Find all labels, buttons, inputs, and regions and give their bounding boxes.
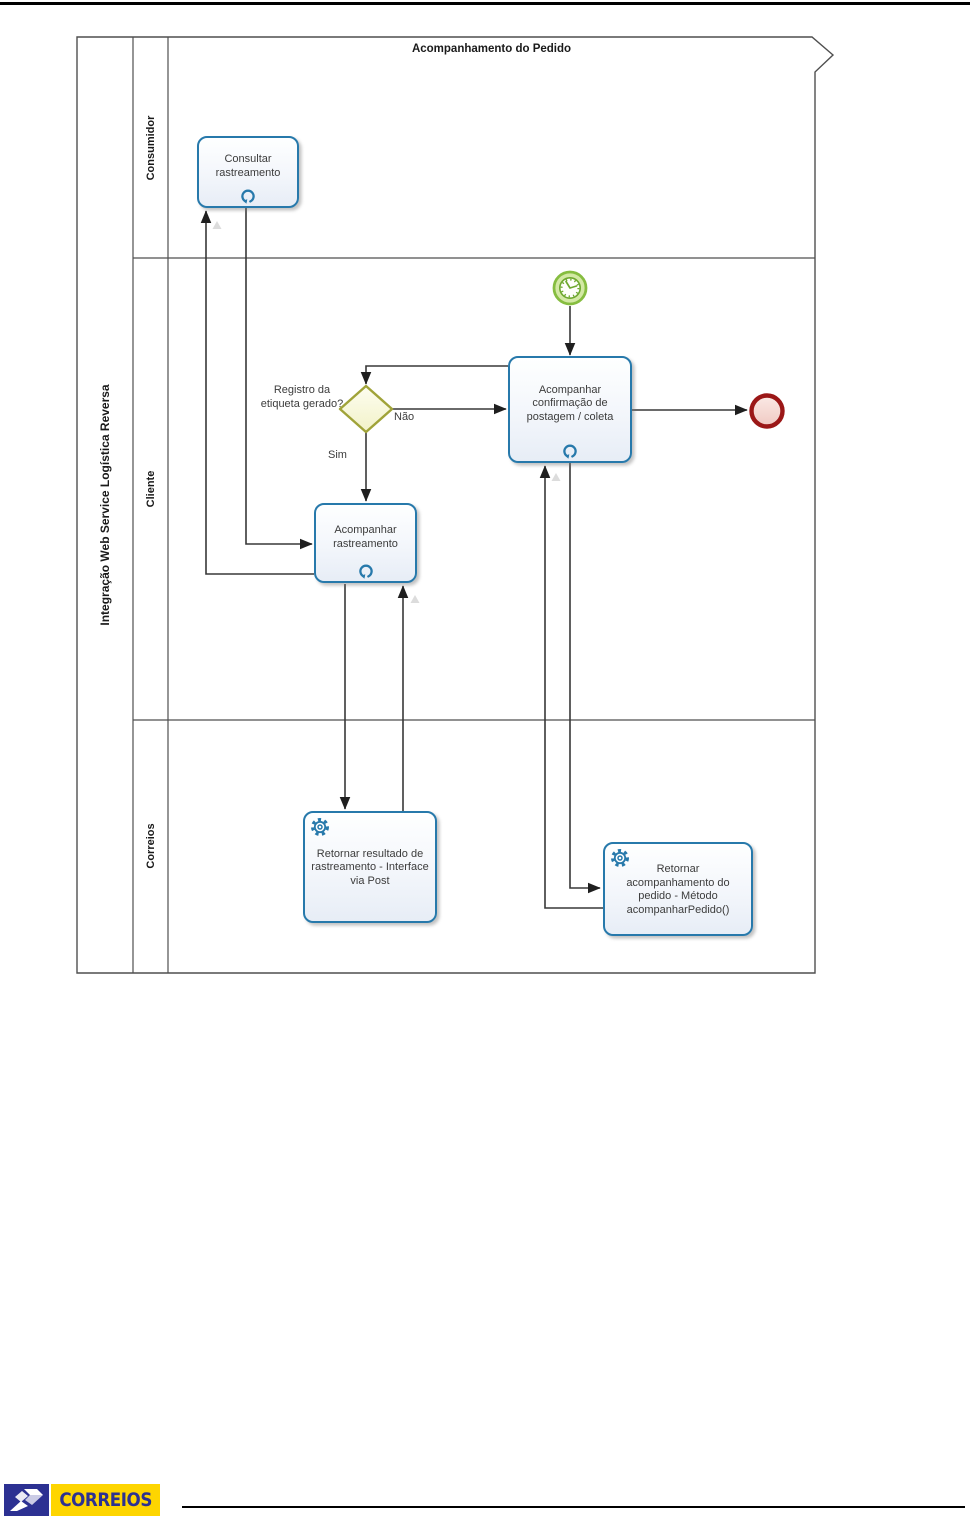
- gateway-yes-label: Sim: [328, 449, 347, 461]
- gear-icon: [611, 849, 629, 867]
- correios-logo: CORREIOS: [4, 1484, 160, 1516]
- flow-consultar-to-acompanhar-rastreamento: [245, 208, 313, 550]
- gear-icon: [311, 818, 329, 836]
- task-label: Acompanhar confirmação de postagem / col…: [526, 383, 614, 423]
- loop-marker-icon: [358, 564, 373, 579]
- task-consultar-rastreamento: Consultar rastreamento: [197, 136, 299, 208]
- task-retornar-resultado: Retornar resultado de rastreamento - Int…: [303, 811, 437, 923]
- ghost-arrow-icon: [212, 221, 222, 229]
- task-acompanhar-confirmacao: Acompanhar confirmação de postagem / col…: [508, 356, 632, 463]
- loop-marker-icon: [563, 444, 577, 459]
- top-rule: [0, 2, 970, 5]
- flow-acompanhar-confirmacao-to-retornar-acompanhamento: [569, 463, 601, 894]
- correios-logo-text: CORREIOS: [59, 1489, 152, 1511]
- timer-clock-hands-icon: [565, 280, 578, 289]
- milestone-title: Acompanhamento do Pedido: [411, 43, 572, 55]
- lane-label-correios: Correios: [145, 823, 157, 869]
- ghost-arrow-icon: [410, 595, 420, 603]
- end-event: [749, 393, 785, 429]
- task-retornar-acompanhamento: Retornar acompanhamento do pedido - Méto…: [603, 842, 753, 936]
- footer-rule: [182, 1506, 965, 1508]
- task-label: Retornar resultado de rastreamento - Int…: [311, 847, 429, 887]
- gateway-question-label: Registro da etiqueta gerado?: [260, 384, 344, 410]
- task-acompanhar-rastreamento: Acompanhar rastreamento: [314, 503, 417, 583]
- pool-boundary: [76, 36, 835, 974]
- correios-logo-symbol: [4, 1484, 49, 1516]
- flow-retornar-acompanhamento-to-acompanhar-confirmacao: [539, 465, 603, 909]
- lane-label-consumidor: Consumidor: [145, 115, 157, 181]
- loop-marker-icon: [241, 189, 255, 204]
- timer-start-event: [552, 270, 588, 306]
- correios-arrows-icon: [10, 1489, 43, 1511]
- ghost-arrow-icon: [551, 473, 561, 481]
- pool-label: Integração Web Service Logística Reversa: [98, 384, 112, 626]
- gateway-no-label: Não: [394, 411, 415, 423]
- correios-logo-wordmark: CORREIOS: [51, 1484, 160, 1516]
- task-label: Consultar rastreamento: [215, 153, 281, 179]
- task-label: Retornar acompanhamento do pedido - Méto…: [626, 863, 730, 916]
- gateway-registro-etiqueta: [338, 384, 394, 434]
- lane-label-cliente: Cliente: [145, 470, 157, 508]
- task-label: Acompanhar rastreamento: [333, 524, 398, 550]
- flow-acompanhar-confirmacao-to-gateway: [360, 365, 508, 385]
- timer-clock-ticks-icon: [560, 278, 580, 298]
- flow-acompanhar-rastreamento-to-consultar: [200, 210, 314, 575]
